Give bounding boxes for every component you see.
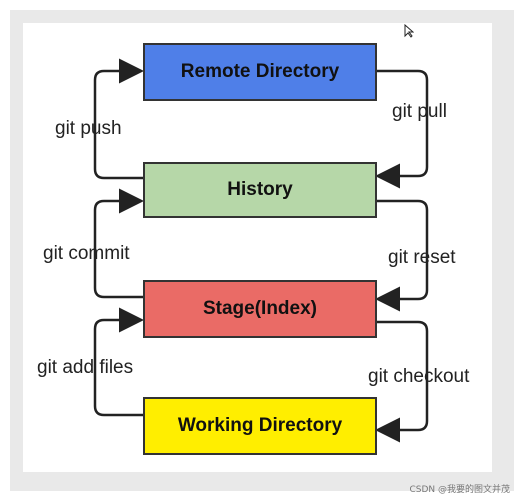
history-box: History	[143, 162, 377, 218]
git-commit-label: git commit	[43, 243, 130, 264]
push-arrow	[93, 58, 144, 180]
working-directory-box: Working Directory	[143, 397, 377, 455]
working-directory-label: Working Directory	[177, 415, 343, 436]
git-checkout-label: git checkout	[368, 366, 470, 387]
watermark: CSDN @我要的图文并茂	[409, 485, 510, 495]
git-pull-label: git pull	[392, 101, 447, 122]
git-add-files-label: git add files	[37, 357, 134, 378]
history-label: History	[227, 179, 293, 200]
commit-arrow	[93, 188, 144, 299]
remote-directory-box: Remote Directory	[143, 43, 377, 101]
stage-index-box: Stage(Index)	[143, 280, 377, 338]
pull-arrow	[375, 69, 429, 189]
checkout-arrow	[375, 320, 429, 443]
add-arrow	[93, 307, 144, 417]
git-push-label: git push	[55, 118, 122, 139]
mouse-cursor-icon	[404, 24, 414, 38]
reset-arrow	[375, 199, 429, 312]
remote-directory-label: Remote Directory	[180, 61, 340, 82]
git-reset-label: git reset	[388, 247, 456, 268]
stage-index-label: Stage(Index)	[202, 298, 318, 319]
